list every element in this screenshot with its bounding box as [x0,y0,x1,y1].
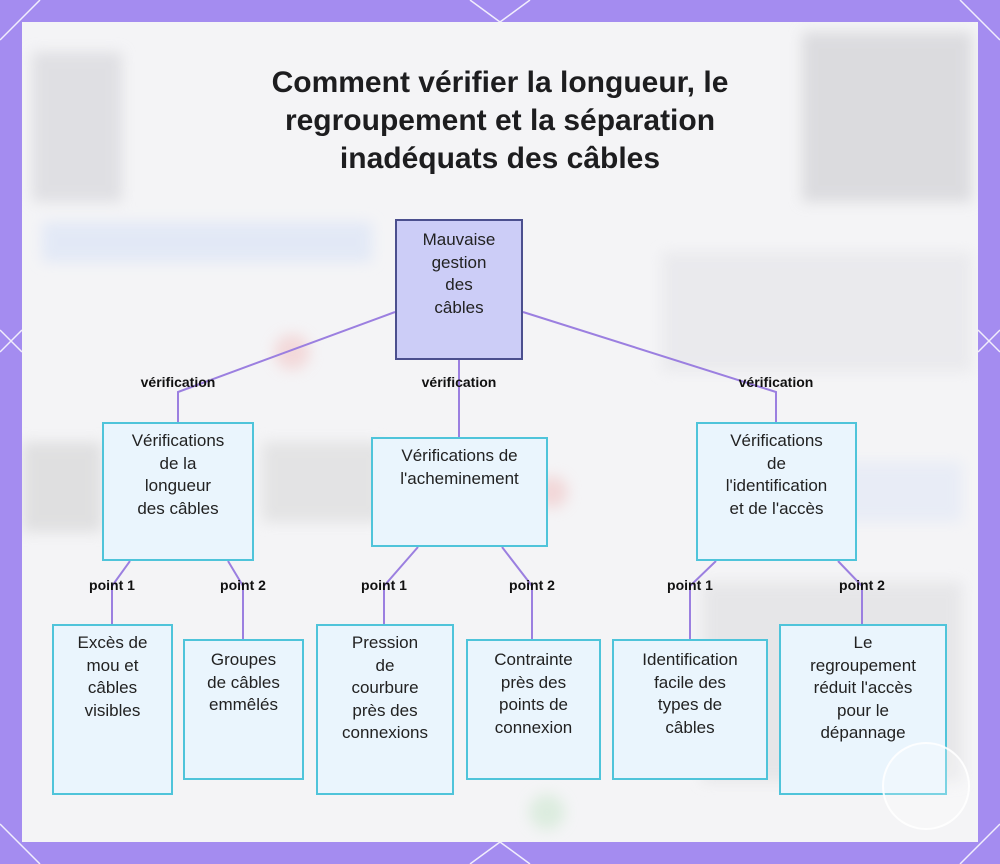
node-text: câbles [665,717,715,737]
node-text: de [767,453,786,473]
node-text: près des [352,700,418,720]
node-text: facile des [654,672,726,692]
edge-routing-strain [501,546,533,639]
node-root: Mauvaise gestion des câbles [395,219,523,360]
node-text: regroupement [810,655,916,675]
node-text: longueur [144,476,212,495]
node-identification-checks: Vérifications de l'identification et de … [696,422,857,561]
node-text: gestion [431,252,487,272]
node-length-checks: Vérifications de la longueur des câbles [102,422,254,561]
node-text: Groupes [210,650,277,669]
title-line: regroupement et la séparation [284,104,716,137]
node-text: près des [500,672,567,692]
edge-length-slack [111,560,131,624]
node-text: câbles [434,297,484,317]
node-text: Le [853,633,873,652]
edge-identification-bundle [837,560,863,624]
node-text: visibles [84,700,141,720]
node-text: et de l'accès [729,498,824,518]
edge-label-verification: vérification [738,374,814,390]
node-text: Contrainte [494,650,573,669]
diagram-title: Comment vérifier la longueur, le regroup… [0,64,1000,178]
node-text: Mauvaise [422,230,496,249]
node-text: des [445,275,473,294]
edge-root-length [177,311,396,422]
node-text: mou et [86,655,139,675]
node-text: Excès de [77,633,148,652]
node-text: Pression [351,633,419,652]
node-slack: Excès de mou et câbles visibles [52,624,173,795]
node-text: des câbles [137,498,219,518]
edge-root-identification [522,311,777,422]
node-text: de la [159,453,197,473]
node-text: Vérifications [131,431,225,450]
node-text: dépannage [820,723,906,742]
node-text: l'identification [725,476,828,495]
node-text: de câbles [207,672,280,692]
edge-length-tangled [227,560,244,639]
edge-label-verification: vérification [140,374,216,390]
edge-label-verification: vérification [421,374,497,390]
node-text: points de [499,695,568,714]
node-text: Identification [642,650,738,669]
edge-label-point-1: point 1 [361,577,407,593]
node-tangled: Groupes de câbles emmêlés [183,639,304,780]
node-bend: Pression de courbure près des connexions [316,624,454,795]
node-text: Vérifications de [401,446,518,465]
node-text: types de [657,695,723,714]
node-routing-checks: Vérifications de l'acheminement [371,437,548,547]
edge-identification-easyid [689,560,717,639]
node-text: connexion [494,717,573,737]
title-line: inadéquats des câbles [339,142,661,175]
node-text: câbles [87,678,138,697]
node-text: courbure [351,678,419,697]
edge-label-point-2: point 2 [839,577,885,593]
node-easy-identification: Identification facile des types de câble… [612,639,768,780]
node-text: connexions [341,723,428,742]
watermark-logo [882,742,970,830]
node-text: pour le [837,700,889,720]
node-text: réduit l'accès [813,678,913,697]
node-text: de [375,655,395,675]
edge-routing-bend [383,546,419,624]
edge-label-point-1: point 1 [89,577,135,593]
node-strain: Contrainte près des points de connexion [466,639,601,780]
node-text: Vérifications [730,431,823,450]
title-line: Comment vérifier la longueur, le [271,66,729,99]
node-text: l'acheminement [400,468,519,488]
edge-label-point-2: point 2 [509,577,555,593]
edge-label-point-2: point 2 [220,577,266,593]
edge-label-point-1: point 1 [667,577,713,593]
node-text: emmêlés [209,695,278,714]
